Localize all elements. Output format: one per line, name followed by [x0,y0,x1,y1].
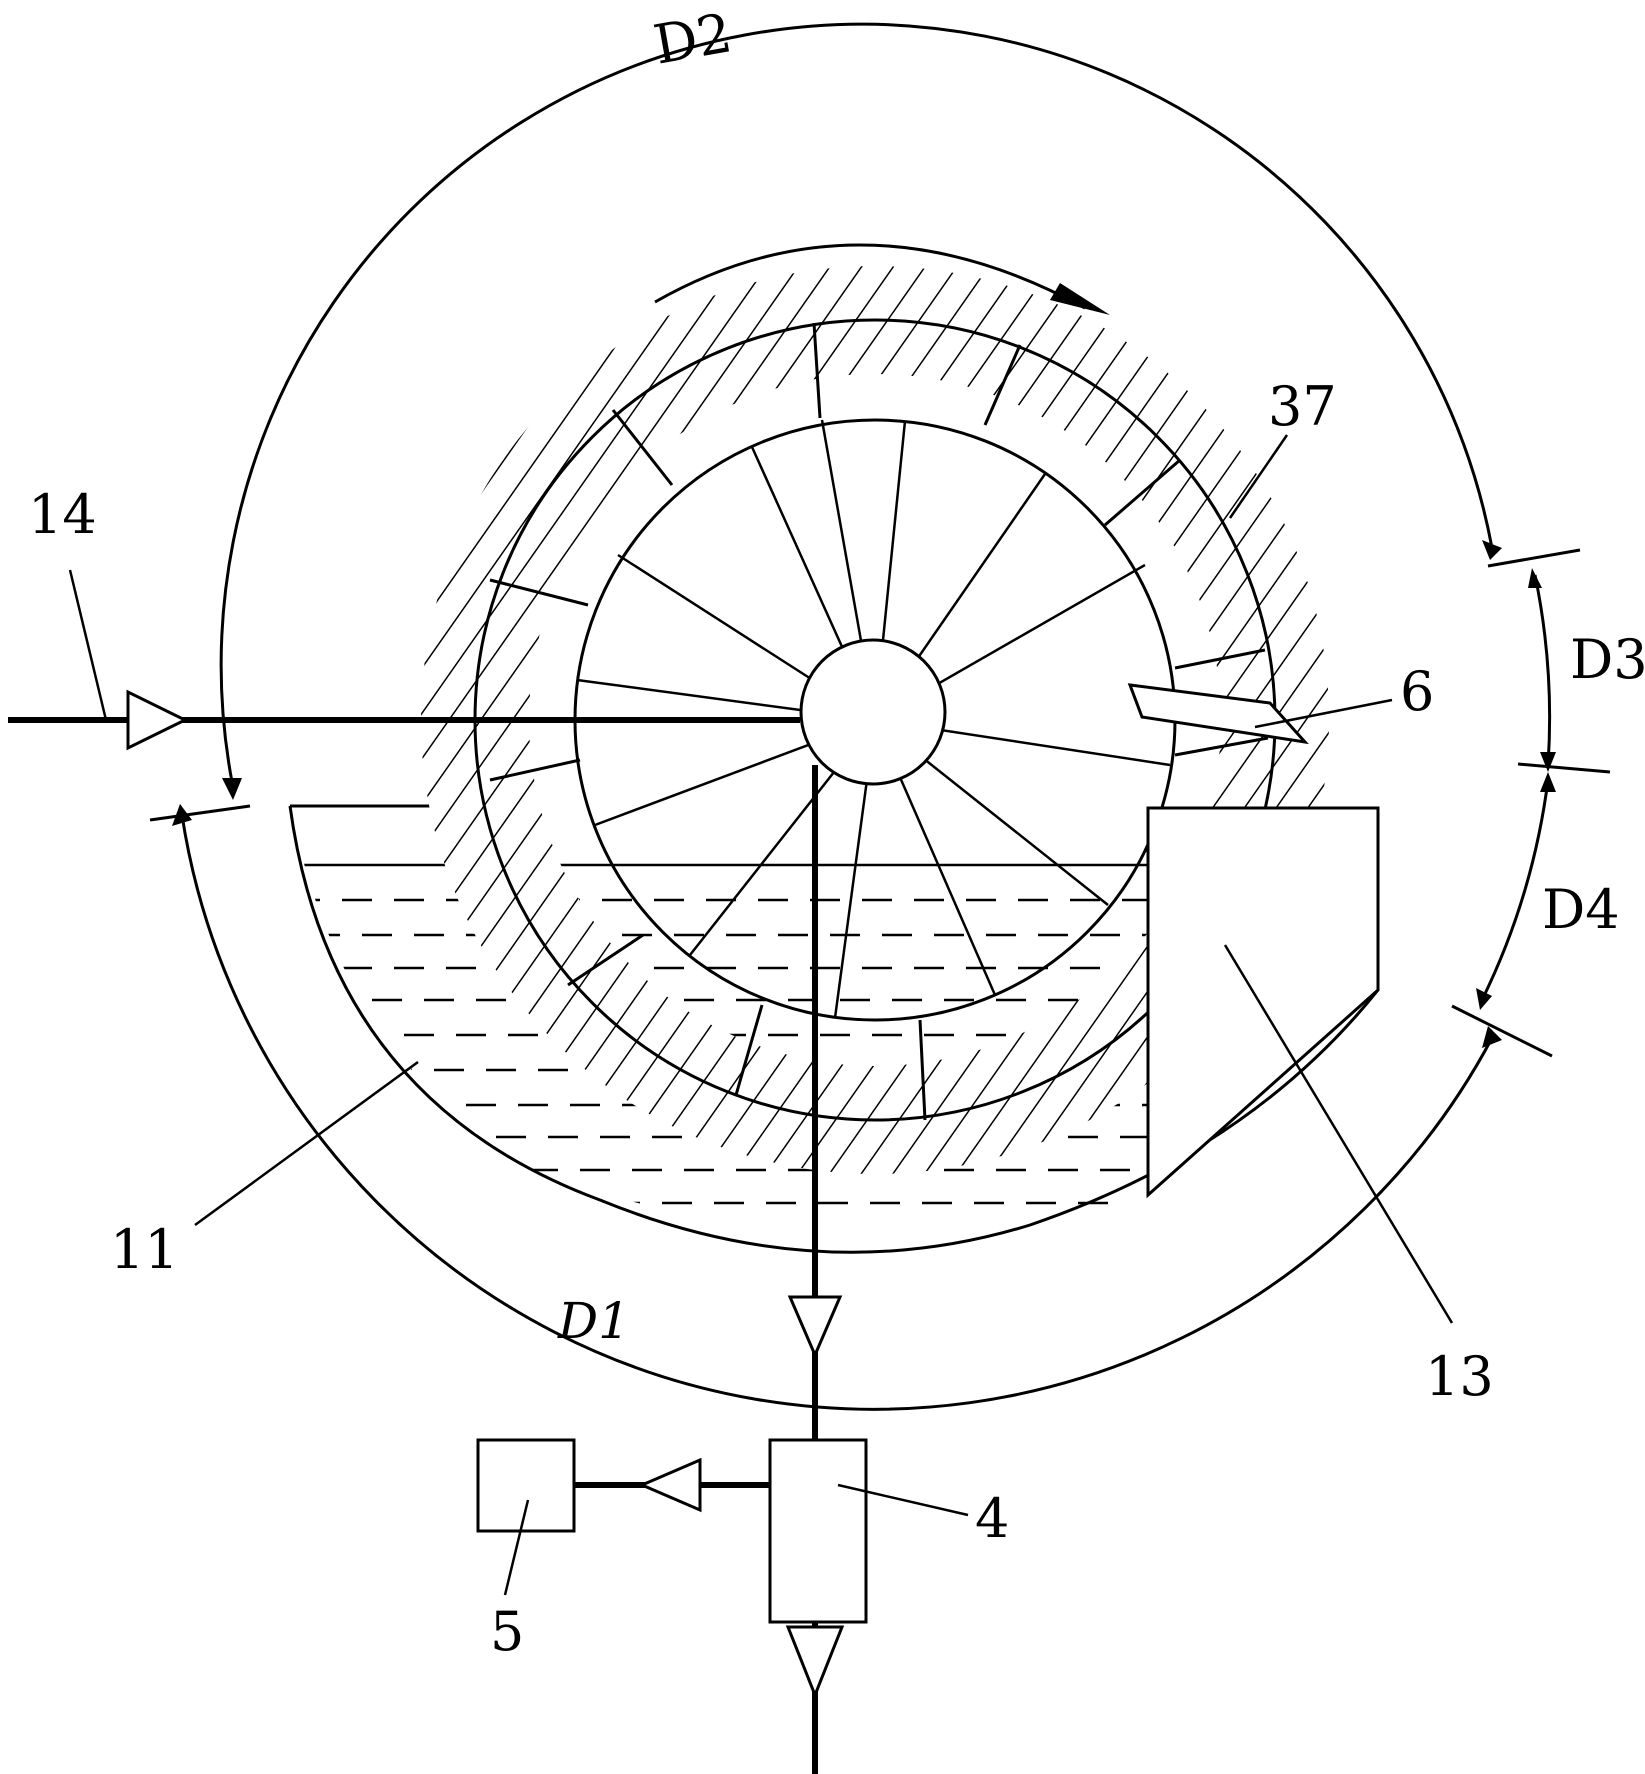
separator-4 [768,1438,868,1624]
inlet-pipe-14 [8,689,800,751]
label-4: 4 [975,1487,1009,1550]
discharge-box-13 [1146,806,1380,1199]
label-14: 14 [28,483,97,546]
leader-lines [68,434,1454,1596]
labels: D2 D3 D4 D1 14 37 6 11 13 4 5 [28,1,1645,1663]
inlet-arrow-icon [126,689,189,751]
leader-37 [1228,434,1289,519]
side-branch-arrow-icon [638,1457,702,1513]
rotation-arrowhead-icon [1050,283,1110,315]
label-d2: D2 [649,1,736,77]
arc-d4 [1480,779,1550,1001]
arrowhead-d4-bottom [1476,988,1492,1010]
label-5: 5 [490,1600,524,1663]
arrowhead-d3-bottom [1540,752,1556,772]
label-d3: D3 [1570,628,1645,691]
drum-hub [799,638,947,786]
boundary-tick-d2-d3 [1487,548,1581,568]
arrowhead-d1-right [1482,1026,1502,1048]
label-11: 11 [110,1218,179,1281]
arrowhead-d4-top [1540,772,1556,792]
collector-5 [476,1438,576,1533]
leader-4 [837,1483,969,1517]
boundary-tick-d4-d1 [1451,1004,1553,1058]
leader-14 [68,569,108,721]
outlet-pipe [785,765,845,1774]
rotation-arrow [654,243,1110,315]
label-37: 37 [1268,375,1337,438]
label-d4: D4 [1542,878,1620,941]
rotation-arc [654,243,1086,310]
arrowhead-d2-left [222,778,242,800]
leader-11 [194,1060,419,1227]
label-6: 6 [1400,660,1434,723]
zone-arcs [149,22,1611,1411]
scraper-6 [1127,683,1309,745]
boundary-tick-d3-d4 [1517,762,1611,774]
leader-5 [503,1499,530,1596]
leader-13 [1223,944,1454,1324]
arc-d2 [219,22,1494,783]
arc-d3 [1533,574,1552,766]
label-13: 13 [1425,1345,1494,1408]
outlet-arrow-icon [787,1295,843,1359]
label-d1: D1 [557,1292,630,1350]
bottom-arrow-icon [785,1625,845,1700]
arrowhead-d2-right [1482,540,1502,560]
leader-6 [1254,698,1393,729]
arrowhead-d3-top [1528,568,1542,588]
boundary-tick-d1-d2 [149,804,251,822]
arc-d1 [180,814,1494,1411]
ring-separators [489,322,1269,1121]
